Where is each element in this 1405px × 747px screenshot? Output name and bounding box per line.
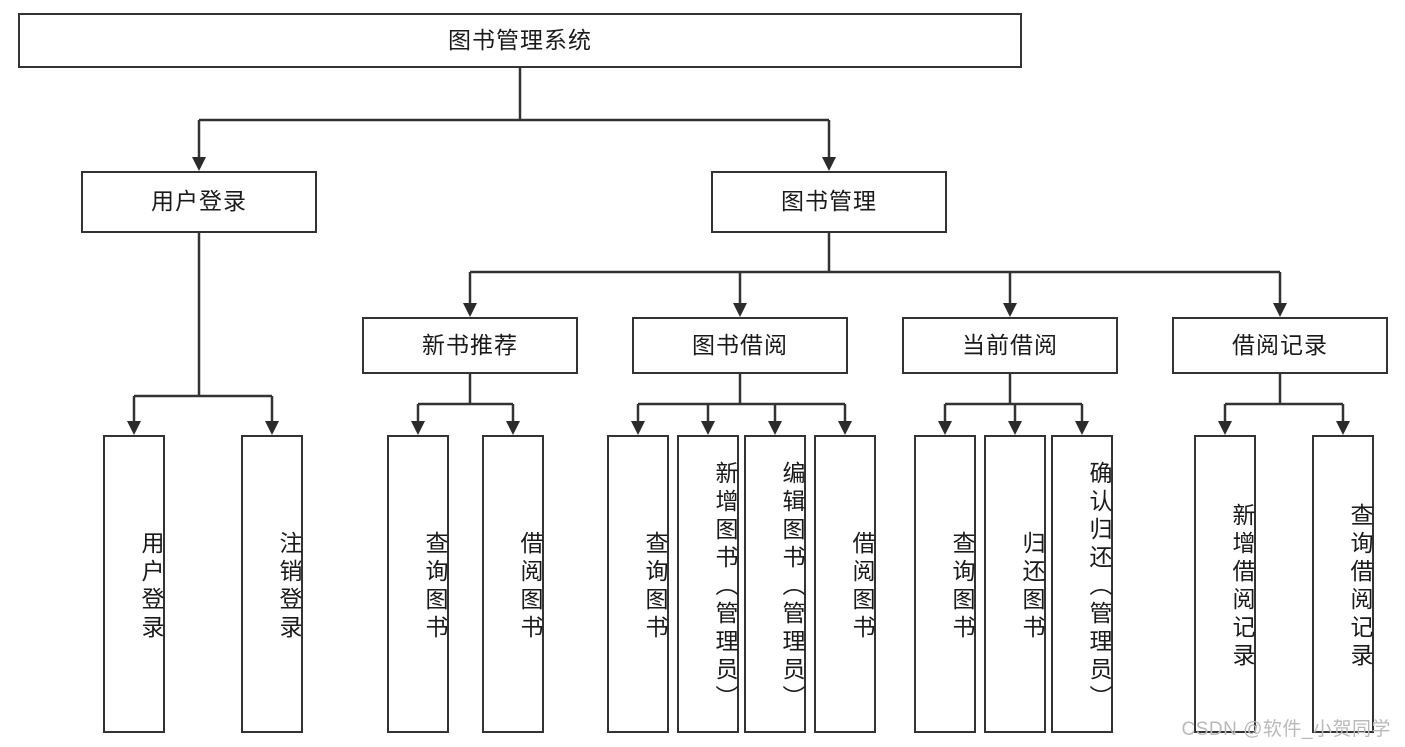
- arrowhead-icon: [838, 421, 852, 435]
- node-leaf-logout[interactable]: 注销登录: [241, 435, 303, 733]
- node-leaf-add-book[interactable]: 新增图书（管理员）: [677, 435, 739, 733]
- node-leaf-add-record[interactable]: 新增借阅记录: [1194, 435, 1256, 733]
- arrowhead-icon: [631, 421, 645, 435]
- watermark-text: CSDN @软件_小贺同学: [1181, 719, 1391, 740]
- node-label: 用户登录: [138, 531, 164, 643]
- node-leaf-confirm-return[interactable]: 确认归还（管理员）: [1051, 435, 1113, 733]
- node-book-manage[interactable]: 图书管理: [711, 171, 947, 233]
- node-leaf-edit-book[interactable]: 编辑图书（管理员）: [744, 435, 806, 733]
- node-leaf-user-login[interactable]: 用户登录: [103, 435, 165, 733]
- arrowhead-icon: [822, 157, 836, 171]
- arrowhead-icon: [938, 421, 952, 435]
- node-leaf-query-book-3[interactable]: 查询图书: [914, 435, 976, 733]
- arrowhead-icon: [701, 421, 715, 435]
- node-label: 新增借阅记录: [1229, 503, 1255, 671]
- node-label: 归还图书: [1019, 531, 1045, 643]
- node-leaf-query-record[interactable]: 查询借阅记录: [1312, 435, 1374, 733]
- node-label: 新书推荐: [422, 331, 518, 358]
- node-root[interactable]: 图书管理系统: [18, 13, 1022, 68]
- node-label: 借阅记录: [1232, 331, 1328, 358]
- node-label: 注销登录: [276, 531, 302, 643]
- arrowhead-icon: [768, 421, 782, 435]
- node-book-borrow[interactable]: 图书借阅: [632, 317, 848, 374]
- arrowhead-icon: [1003, 303, 1017, 317]
- node-label: 查询图书: [422, 531, 448, 643]
- arrowhead-icon: [1075, 421, 1089, 435]
- arrowhead-icon: [733, 303, 747, 317]
- node-label: 确认归还（管理员）: [1086, 461, 1112, 713]
- node-label: 借阅图书: [849, 531, 875, 643]
- node-leaf-query-book-2[interactable]: 查询图书: [607, 435, 669, 733]
- arrowhead-icon: [265, 421, 279, 435]
- node-leaf-query-book-1[interactable]: 查询图书: [387, 435, 449, 733]
- arrowhead-icon: [506, 421, 520, 435]
- node-label: 查询图书: [949, 531, 975, 643]
- arrowhead-icon: [127, 421, 141, 435]
- node-user-login[interactable]: 用户登录: [81, 171, 317, 233]
- node-leaf-return-book[interactable]: 归还图书: [984, 435, 1046, 733]
- node-label: 借阅图书: [517, 531, 543, 643]
- arrowhead-icon: [1273, 303, 1287, 317]
- arrowhead-icon: [1218, 421, 1232, 435]
- arrowhead-icon: [1336, 421, 1350, 435]
- node-label: 图书管理系统: [448, 26, 592, 53]
- node-leaf-borrow-book-1[interactable]: 借阅图书: [482, 435, 544, 733]
- node-new-book-rec[interactable]: 新书推荐: [362, 317, 578, 374]
- node-label: 图书管理: [781, 188, 877, 215]
- arrowhead-icon: [463, 303, 477, 317]
- node-label: 查询借阅记录: [1347, 503, 1373, 671]
- arrowhead-icon: [192, 157, 206, 171]
- arrowhead-icon: [411, 421, 425, 435]
- node-leaf-borrow-book-2[interactable]: 借阅图书: [814, 435, 876, 733]
- node-label: 用户登录: [151, 188, 247, 215]
- node-current-borrow[interactable]: 当前借阅: [902, 317, 1118, 374]
- node-label: 图书借阅: [692, 331, 788, 358]
- node-label: 当前借阅: [962, 331, 1058, 358]
- node-label: 查询图书: [642, 531, 668, 643]
- node-borrow-record[interactable]: 借阅记录: [1172, 317, 1388, 374]
- node-label: 编辑图书（管理员）: [779, 461, 805, 713]
- node-label: 新增图书（管理员）: [712, 461, 738, 713]
- arrowhead-icon: [1008, 421, 1022, 435]
